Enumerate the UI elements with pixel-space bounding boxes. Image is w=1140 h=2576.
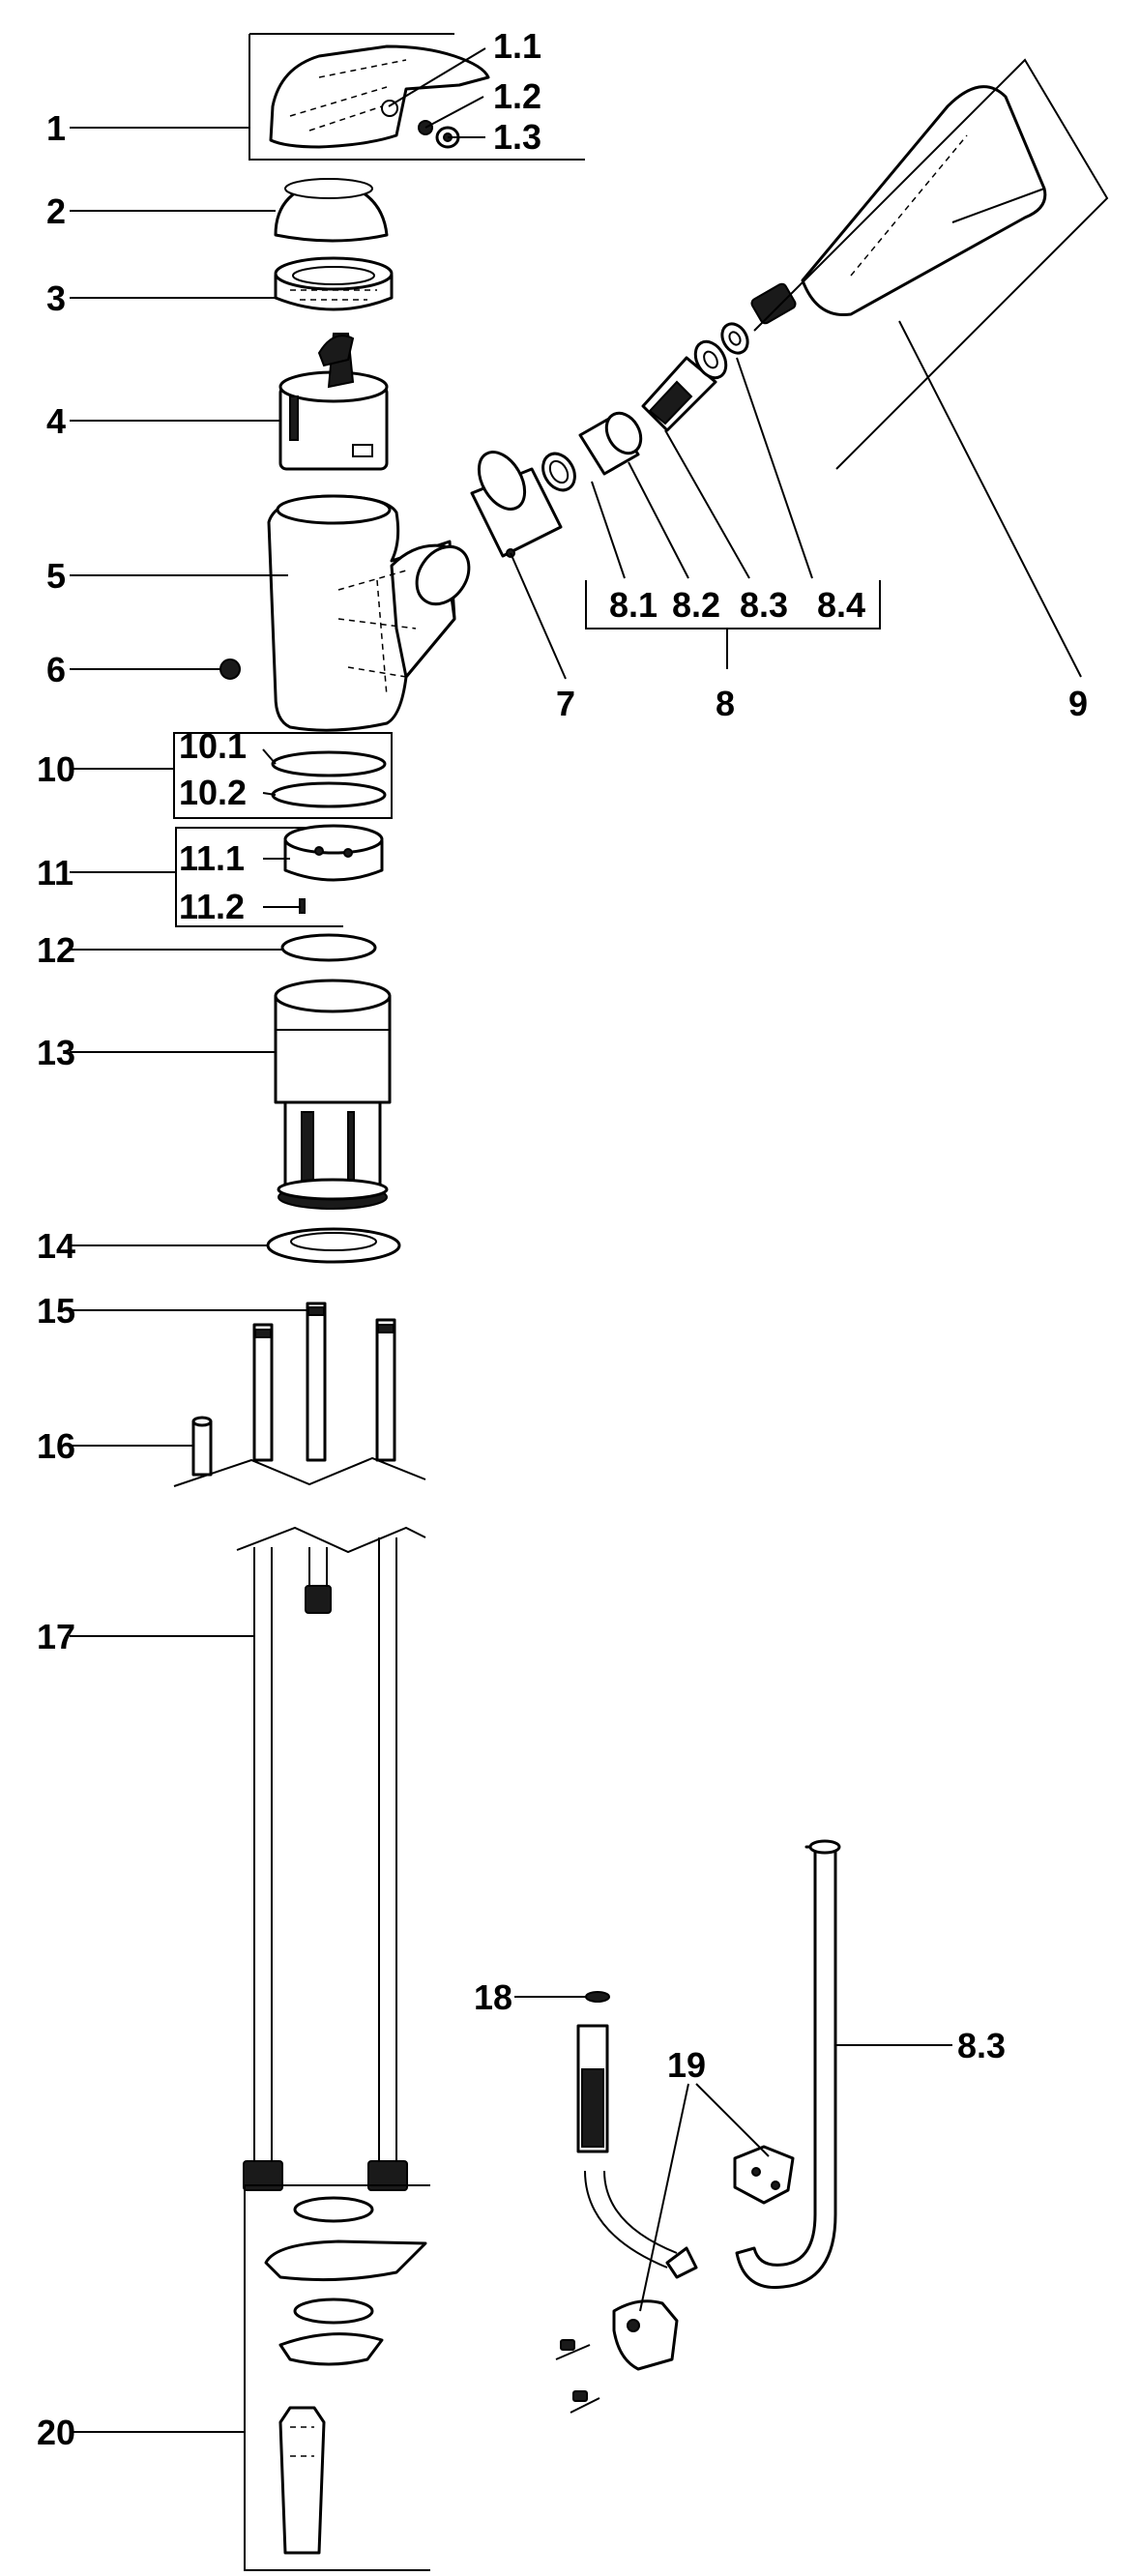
label-17: 17 xyxy=(37,1617,75,1656)
label-15: 15 xyxy=(37,1291,75,1331)
label-1-2: 1.2 xyxy=(493,76,541,116)
label-8-1: 8.1 xyxy=(609,585,658,625)
label-19: 19 xyxy=(667,2045,706,2085)
part-8-3-threaded-connector xyxy=(641,356,717,432)
part-14-base-ring xyxy=(266,1227,401,1264)
label-5: 5 xyxy=(46,556,66,596)
leader-lines xyxy=(70,47,952,2433)
part-8-label-bracket xyxy=(585,357,881,669)
label-11: 11 xyxy=(37,853,73,893)
label-18: 18 xyxy=(474,1977,512,2017)
label-12: 12 xyxy=(37,930,75,970)
part-3-nut-ring xyxy=(274,256,394,311)
part-2-cover-cap xyxy=(274,178,389,243)
label-4: 4 xyxy=(46,401,66,441)
part-7-sleeve xyxy=(470,451,563,558)
label-8-3-pipe: 8.3 xyxy=(957,2026,1006,2065)
label-1: 1 xyxy=(46,108,66,148)
part-8-2-nut xyxy=(578,411,643,476)
part-18-washer xyxy=(585,1991,610,2003)
label-1-1: 1.1 xyxy=(493,26,541,66)
label-16: 16 xyxy=(37,1426,75,1466)
part-15-16-hoses-upper xyxy=(173,1302,426,1487)
label-8-4: 8.4 xyxy=(817,585,865,625)
part-8-1-o-ring xyxy=(541,452,576,492)
part-8-3-pipe xyxy=(735,1839,841,2290)
label-10-1: 10.1 xyxy=(179,726,247,766)
label-6: 6 xyxy=(46,650,66,689)
part-9-shower-head xyxy=(750,58,1109,678)
part-11-upper-plate xyxy=(175,824,384,927)
label-9: 9 xyxy=(1068,684,1088,723)
label-10: 10 xyxy=(37,749,75,789)
label-8-2: 8.2 xyxy=(672,585,720,625)
label-13: 13 xyxy=(37,1033,75,1072)
part-8-4-washers xyxy=(693,322,749,380)
part-20-mounting-kit xyxy=(244,2184,430,2571)
label-2: 2 xyxy=(46,191,66,231)
part-12-ring xyxy=(280,933,377,962)
part-19-clips-and-tube xyxy=(555,2024,795,2414)
part-6-ball xyxy=(219,659,241,680)
part-13-cylinder-housing xyxy=(274,979,392,1210)
part-4-cartridge xyxy=(278,333,389,471)
callout-labels: 1 1.1 1.2 1.3 2 3 4 5 6 7 8 8.1 8.2 8.3 … xyxy=(37,26,1088,2452)
part-1-lever-handle xyxy=(248,33,585,161)
part-17-hoses-lower xyxy=(236,1526,426,2191)
label-8-3: 8.3 xyxy=(740,585,788,625)
label-10-2: 10.2 xyxy=(179,773,247,812)
label-20: 20 xyxy=(37,2413,75,2452)
part-5-mixer-body xyxy=(267,494,471,732)
label-11-2: 11.2 xyxy=(179,887,245,926)
label-11-1: 11.1 xyxy=(179,838,245,878)
label-7: 7 xyxy=(556,684,575,723)
part-10-o-rings xyxy=(173,732,393,819)
label-8: 8 xyxy=(716,684,735,723)
label-14: 14 xyxy=(37,1226,75,1266)
label-3: 3 xyxy=(46,278,66,318)
label-1-3: 1.3 xyxy=(493,117,541,157)
